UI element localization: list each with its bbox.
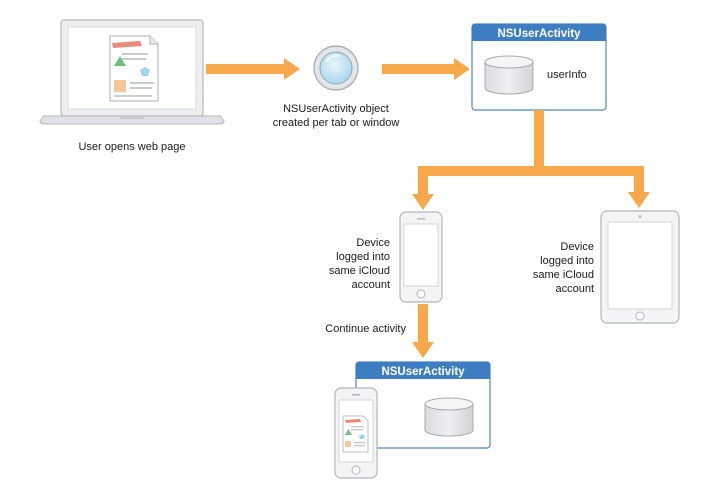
phone-device-line2: logged into (336, 251, 390, 263)
arrow-object-to-activity-box (382, 58, 470, 80)
laptop-icon (39, 19, 225, 125)
tablet-device-line2: logged into (540, 255, 594, 267)
result-document-icon (342, 415, 369, 453)
arrow-branch (412, 110, 650, 210)
tablet-device-caption: Device logged into same iCloud account (522, 240, 594, 296)
arrow-laptop-to-object (206, 58, 300, 80)
result-box-title: NSUserActivity (381, 366, 465, 378)
activity-box-store-label: userInfo (547, 69, 587, 81)
activity-object-caption-line1: NSUserActivity object (283, 103, 389, 115)
tablet-device-line4: account (555, 283, 594, 295)
phone-device-caption: Device logged into same iCloud account (320, 236, 390, 292)
phone-device-line4: account (351, 279, 390, 291)
continue-label: Continue activity (325, 323, 406, 335)
result-box: NSUserActivity (355, 361, 491, 449)
activity-object-icon (313, 45, 359, 91)
activity-object-caption: NSUserActivity object created per tab or… (266, 102, 406, 130)
laptop-caption: User opens web page (78, 141, 186, 153)
phone-device-line1: Device (356, 237, 390, 249)
tablet-icon (600, 210, 680, 324)
result-database-icon (424, 397, 474, 437)
phone-device-line3: same iCloud (328, 265, 390, 277)
arrow-continue (412, 304, 434, 358)
database-icon (484, 55, 534, 95)
activity-object-caption-line2: created per tab or window (272, 117, 400, 129)
phone-icon (399, 211, 443, 303)
tablet-device-line3: same iCloud (532, 269, 594, 281)
tablet-device-line1: Device (560, 241, 594, 253)
result-phone-icon (334, 387, 378, 479)
activity-box: NSUserActivity (471, 23, 607, 111)
activity-box-title: NSUserActivity (497, 28, 581, 40)
web-page-document-icon (109, 35, 159, 102)
